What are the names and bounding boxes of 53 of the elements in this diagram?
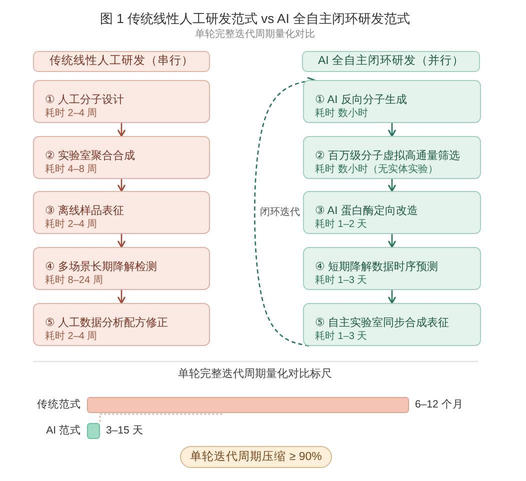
duration-bar bbox=[87, 423, 100, 439]
step-title: ② 实验室聚合合成 bbox=[45, 149, 135, 163]
step-duration: 耗时 2–4 周 bbox=[45, 330, 98, 343]
step-duration: 耗时 数小时 bbox=[315, 107, 368, 120]
process-step-box bbox=[33, 136, 210, 179]
process-step-box bbox=[303, 247, 481, 290]
step-duration: 耗时 2–4 周 bbox=[45, 107, 98, 120]
step-title: ③ 离线样品表征 bbox=[45, 204, 124, 218]
step-duration: 耗时 4–8 周 bbox=[45, 163, 98, 176]
step-title: ① 人工分子设计 bbox=[45, 93, 124, 107]
flow-arrow bbox=[388, 123, 396, 137]
flow-arrow bbox=[117, 234, 126, 248]
process-step-box bbox=[303, 191, 481, 234]
bar-category-label: 传统范式 bbox=[37, 398, 81, 412]
step-title: ② 百万级分子虚拟高通量筛选 bbox=[315, 149, 460, 163]
process-step-box bbox=[303, 136, 481, 179]
process-step-box bbox=[33, 303, 210, 346]
subtitle: 单轮完整迭代周期量化对比 bbox=[195, 28, 315, 42]
step-duration: 耗时 1–3 天 bbox=[315, 330, 368, 343]
flow-arrow bbox=[388, 179, 396, 192]
step-duration: 耗时 数小时（无实体实验） bbox=[315, 163, 438, 176]
step-title: ⑤ 人工数据分析配方修正 bbox=[45, 316, 168, 330]
step-title: ④ 多场景长期降解检测 bbox=[45, 260, 157, 274]
flow-arrow bbox=[117, 290, 126, 304]
process-step-box bbox=[303, 80, 481, 123]
process-step-box bbox=[33, 80, 210, 123]
column-header: AI 全自主闭环研发（并行） bbox=[302, 51, 480, 72]
flow-arrow bbox=[117, 123, 126, 137]
step-title: ④ 短期降解数据时序预测 bbox=[315, 260, 438, 274]
summary-pill: 单轮迭代周期压缩 ≥ 90% bbox=[180, 446, 332, 468]
edge-label: 闭环迭代 bbox=[259, 206, 301, 220]
process-step-box bbox=[33, 247, 210, 290]
process-step-box bbox=[33, 191, 210, 234]
flow-arrow bbox=[388, 234, 396, 248]
column-header: 传统线性人工研发（串行） bbox=[33, 51, 210, 72]
section-title: 单轮完整迭代周期量化对比标尺 bbox=[178, 368, 332, 382]
process-step-box bbox=[303, 303, 481, 346]
step-duration: 耗时 8–24 周 bbox=[45, 274, 103, 287]
dashed-guide-line bbox=[100, 413, 223, 424]
duration-bar bbox=[87, 397, 409, 413]
flow-arrow bbox=[388, 290, 396, 304]
diagram-title: 图 1 传统线性人工研发范式 vs AI 全自主闭环研发范式 bbox=[100, 10, 410, 28]
step-title: ⑤ 自主实验室同步合成表征 bbox=[315, 316, 449, 330]
bar-category-label: AI 范式 bbox=[46, 424, 81, 438]
step-duration: 耗时 2–4 周 bbox=[45, 218, 98, 231]
step-duration: 耗时 1–2 天 bbox=[315, 218, 368, 231]
step-title: ① AI 反向分子生成 bbox=[315, 93, 407, 107]
bar-value-label: 6–12 个月 bbox=[415, 398, 464, 412]
step-title: ③ AI 蛋白酶定向改造 bbox=[315, 204, 418, 218]
step-duration: 耗时 1–3 天 bbox=[315, 274, 368, 287]
dashed-loop-arrow bbox=[254, 77, 315, 347]
bar-value-label: 3–15 天 bbox=[106, 424, 144, 438]
flow-arrow bbox=[117, 179, 126, 192]
